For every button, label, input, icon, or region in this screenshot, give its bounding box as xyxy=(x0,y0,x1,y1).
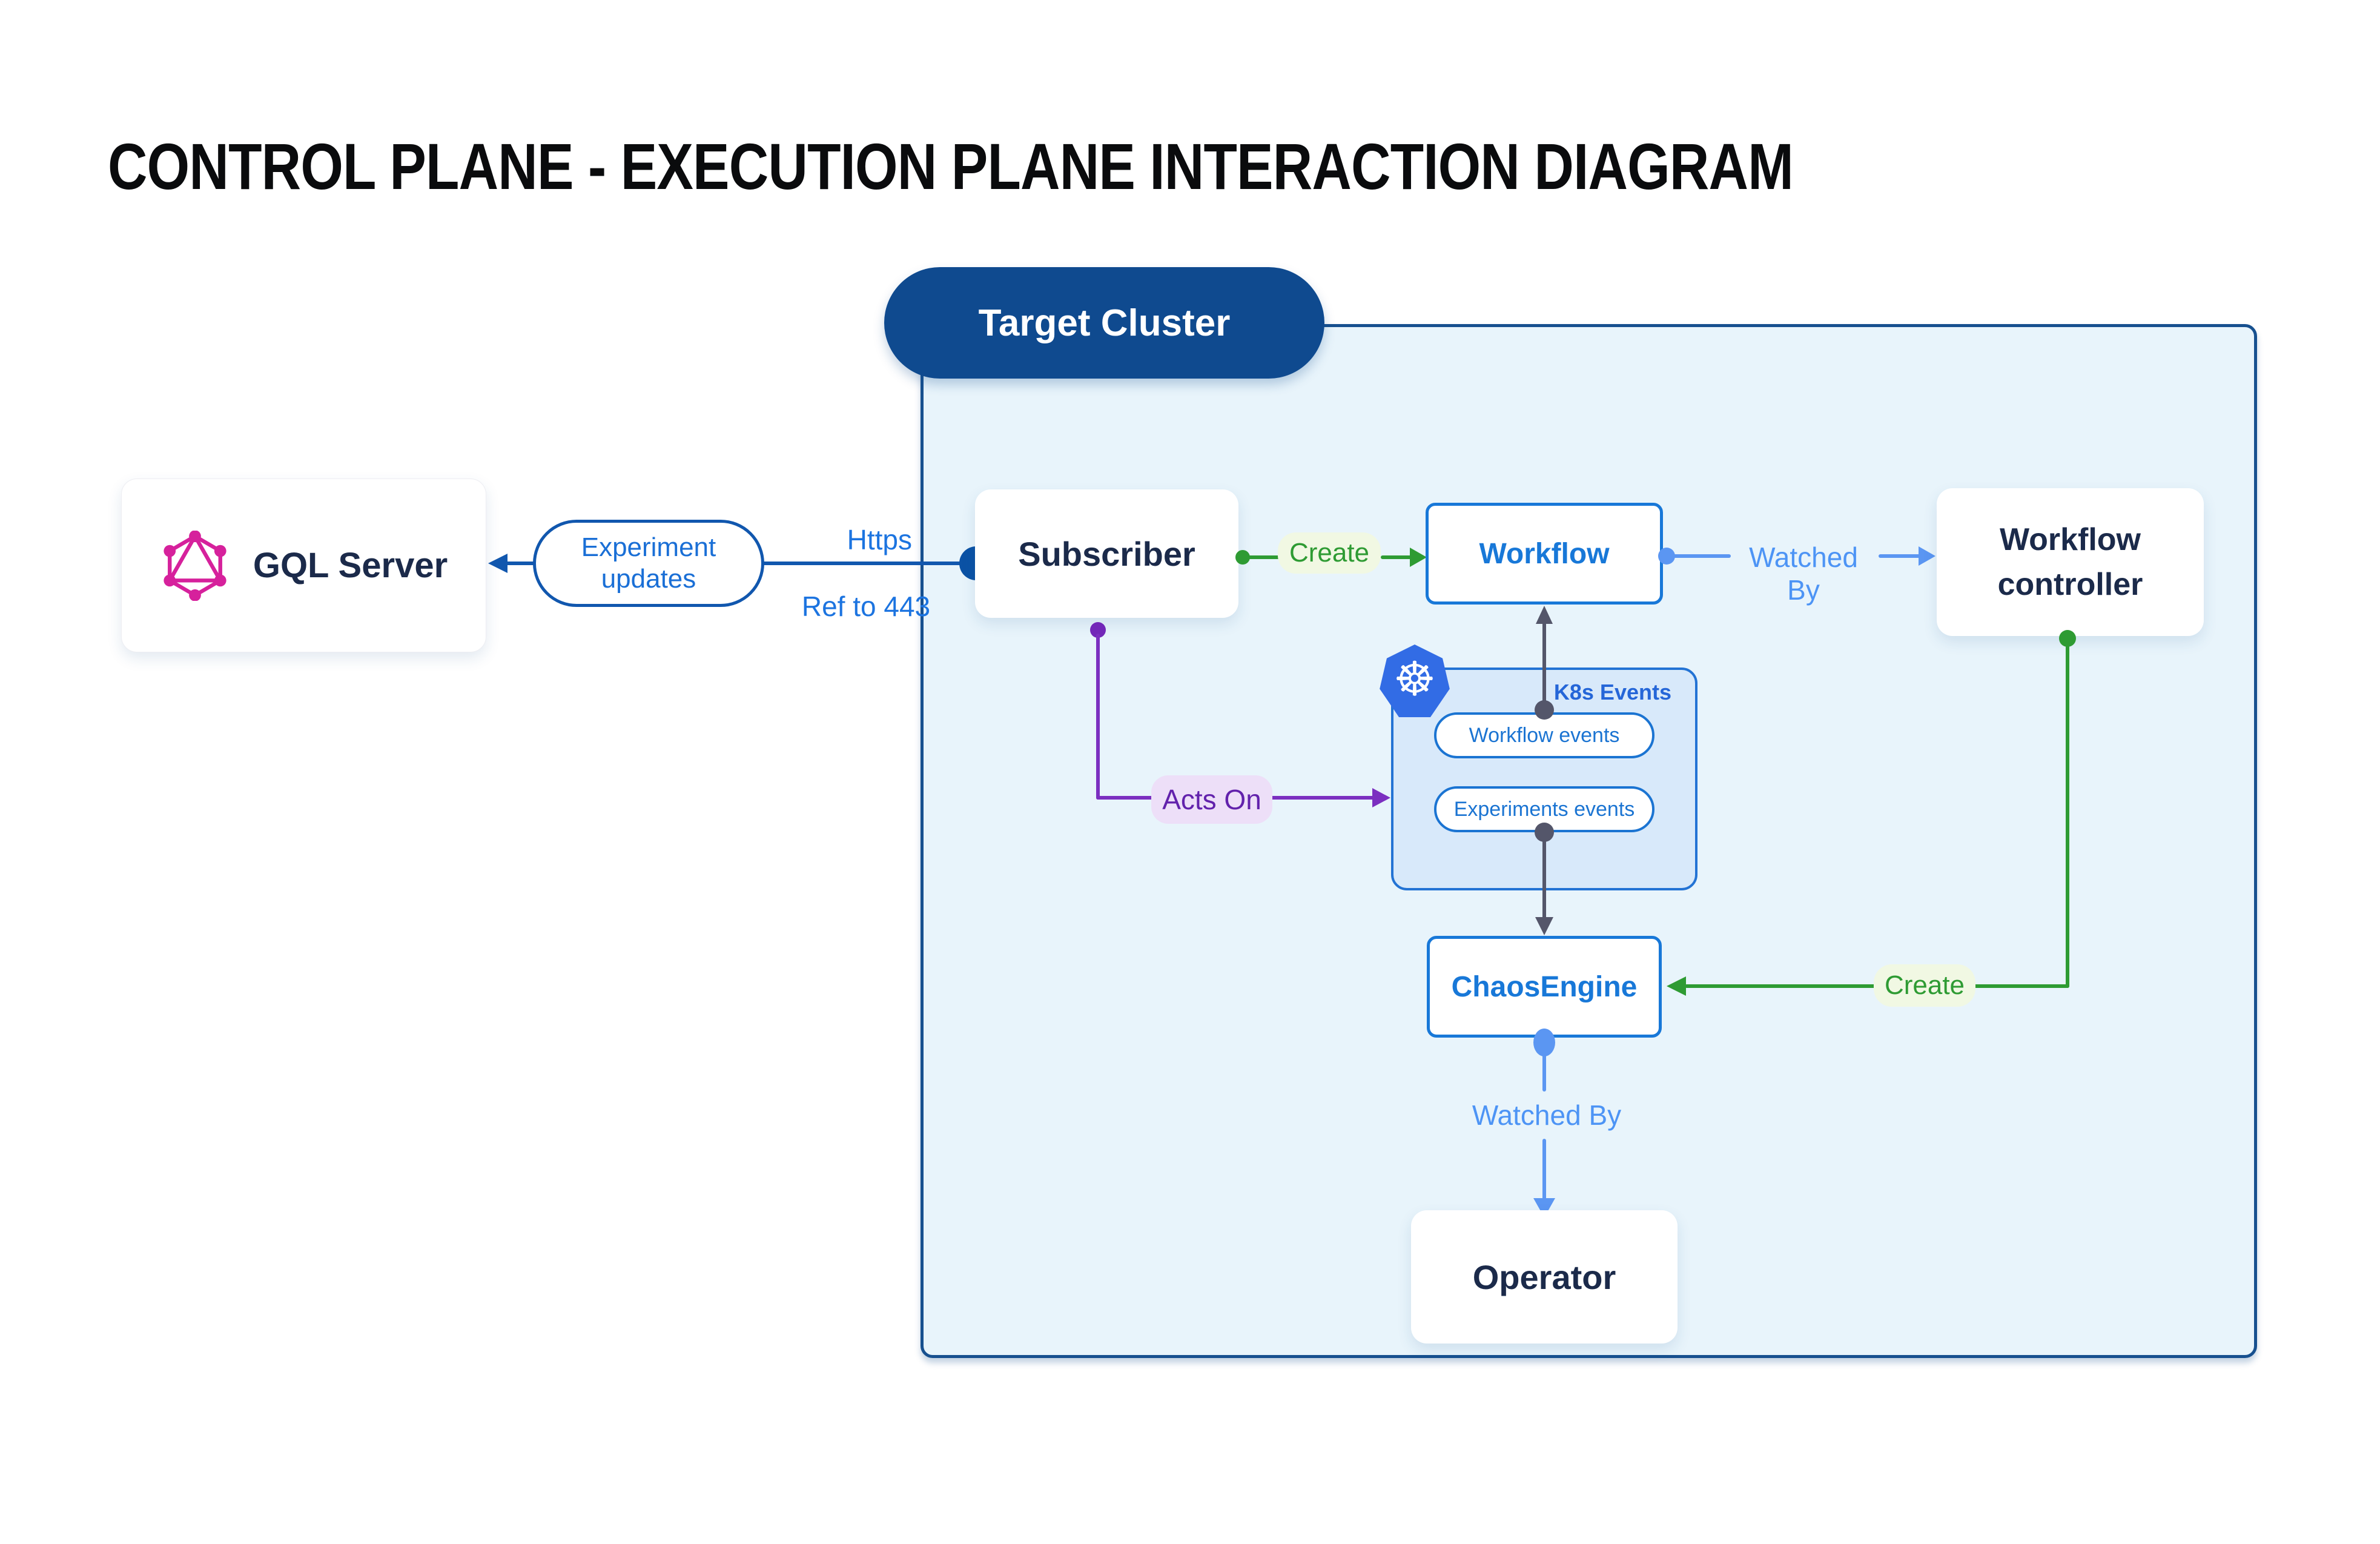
k8s-events-title: K8s Events xyxy=(1553,680,1671,704)
watched-by-operator-label: Watched By xyxy=(1472,1099,1622,1131)
watchedby-edge-line-left xyxy=(1673,554,1731,558)
workflow-controller-label: Workflow controller xyxy=(1997,522,2143,602)
https-label: Https xyxy=(847,524,912,555)
arrowhead-into-k8s-events xyxy=(1372,788,1390,807)
workflow-events-label: Workflow events xyxy=(1469,723,1620,747)
workflow-controller-node: Workflow controller xyxy=(1937,488,2204,636)
k8s-bottom-dot xyxy=(1535,823,1554,842)
arrowhead-into-chaosengine xyxy=(1667,976,1686,996)
kubernetes-icon: ☸ xyxy=(1380,644,1450,717)
workflow-events-pill: Workflow events xyxy=(1434,712,1654,758)
create2-label-chip: Create xyxy=(1874,964,1975,1007)
experiments-events-pill: Experiments events xyxy=(1434,786,1654,832)
subscriber-node: Subscriber xyxy=(975,489,1238,618)
arrowhead-down-into-chaosengine xyxy=(1535,917,1553,935)
create-edge-line-left xyxy=(1245,555,1280,559)
acts-on-label: Acts On xyxy=(1162,784,1261,815)
target-cluster-label: Target Cluster xyxy=(978,302,1231,344)
acts-on-label-chip: Acts On xyxy=(1151,775,1272,824)
chaosengine-label: ChaosEngine xyxy=(1451,970,1638,1003)
create2-edge-vline xyxy=(2066,642,2069,988)
workflow-label: Workflow xyxy=(1479,537,1610,570)
k8s-top-dot xyxy=(1535,700,1554,720)
operator-label: Operator xyxy=(1472,1257,1616,1296)
watchedby2-line-bottom xyxy=(1542,1139,1546,1202)
k8s-to-chaosengine-line xyxy=(1542,840,1546,919)
graphql-icon xyxy=(164,530,226,601)
watchedby-edge-line-right xyxy=(1879,554,1921,558)
watchedby2-line-top xyxy=(1542,1054,1546,1092)
watchedby-edge-start-dot xyxy=(1658,548,1675,565)
arrowhead-into-workflow xyxy=(1410,548,1427,567)
watchedby2-edge-start-dot xyxy=(1533,1029,1555,1056)
ref-to-443-label: Ref to 443 xyxy=(801,591,931,622)
create-edge-line-right xyxy=(1381,555,1412,559)
gql-server-node: GQL Server xyxy=(121,479,486,652)
actson-edge-vline xyxy=(1096,634,1100,800)
target-cluster-pill: Target Cluster xyxy=(884,267,1324,379)
experiments-events-label: Experiments events xyxy=(1453,797,1635,821)
gql-server-label: GQL Server xyxy=(253,546,448,585)
arrowhead-into-workflow-controller xyxy=(1919,546,1935,566)
watched-by-label: Watched By xyxy=(1749,542,1858,606)
page-title: CONTROL PLANE - EXECUTION PLANE INTERACT… xyxy=(108,130,1794,203)
workflow-node: Workflow xyxy=(1426,503,1663,605)
k8s-to-workflow-line xyxy=(1542,620,1546,712)
chaosengine-node: ChaosEngine xyxy=(1427,936,1662,1038)
experiment-updates-label: Experiment updates xyxy=(581,532,716,594)
create2-label: Create xyxy=(1884,970,1965,1000)
experiment-updates-node: Experiment updates xyxy=(533,520,764,607)
operator-node: Operator xyxy=(1411,1210,1678,1344)
create-label-chip: Create xyxy=(1278,532,1381,574)
create-label: Create xyxy=(1289,538,1370,568)
subscriber-label: Subscriber xyxy=(1018,534,1195,573)
